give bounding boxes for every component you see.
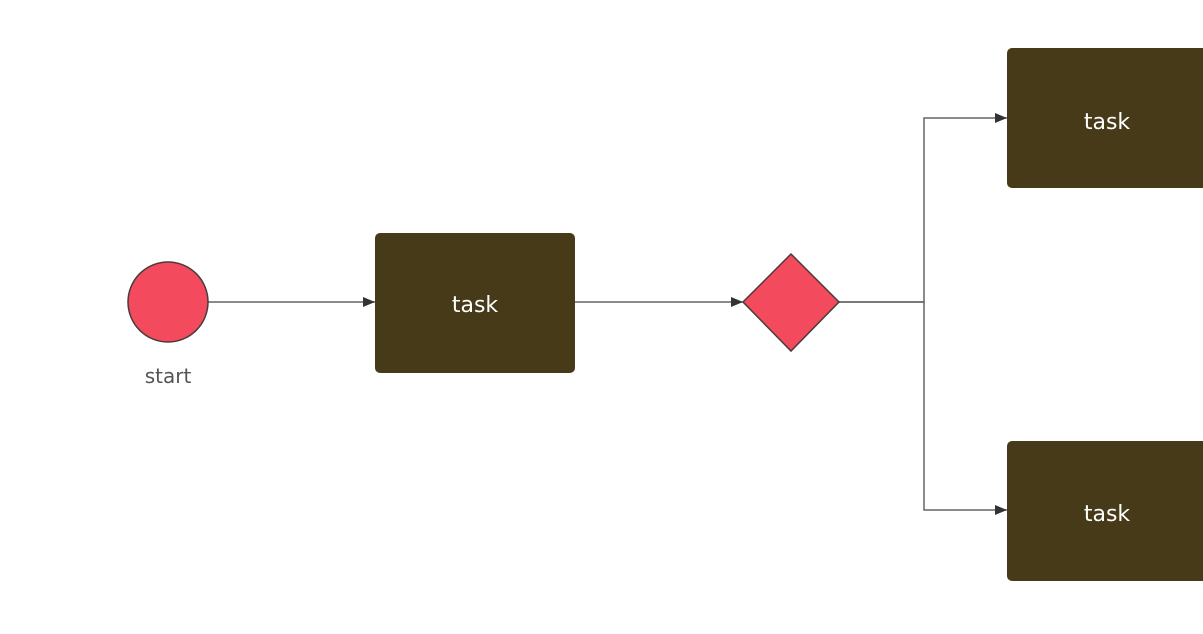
task-main-box[interactable] [375,233,575,373]
gateway-diamond[interactable] [741,252,841,353]
start-event[interactable]: start [127,261,209,388]
start-event-circle[interactable] [127,261,209,343]
exclusive-gateway[interactable] [741,252,841,353]
task-main[interactable]: task [375,233,575,373]
task-bottom-box[interactable] [1007,441,1203,581]
connector-gateway-to-task-bottom[interactable] [839,301,1007,515]
task-top[interactable]: task [1007,48,1203,188]
task-bottom[interactable]: task [1007,441,1203,581]
task-top-box[interactable] [1007,48,1203,188]
task-bottom-label: task [1084,502,1131,527]
task-main-label: task [452,293,499,318]
task-top-label: task [1084,110,1131,135]
connector-gateway-to-task-top[interactable] [839,113,1007,303]
start-event-label: start [145,364,192,388]
